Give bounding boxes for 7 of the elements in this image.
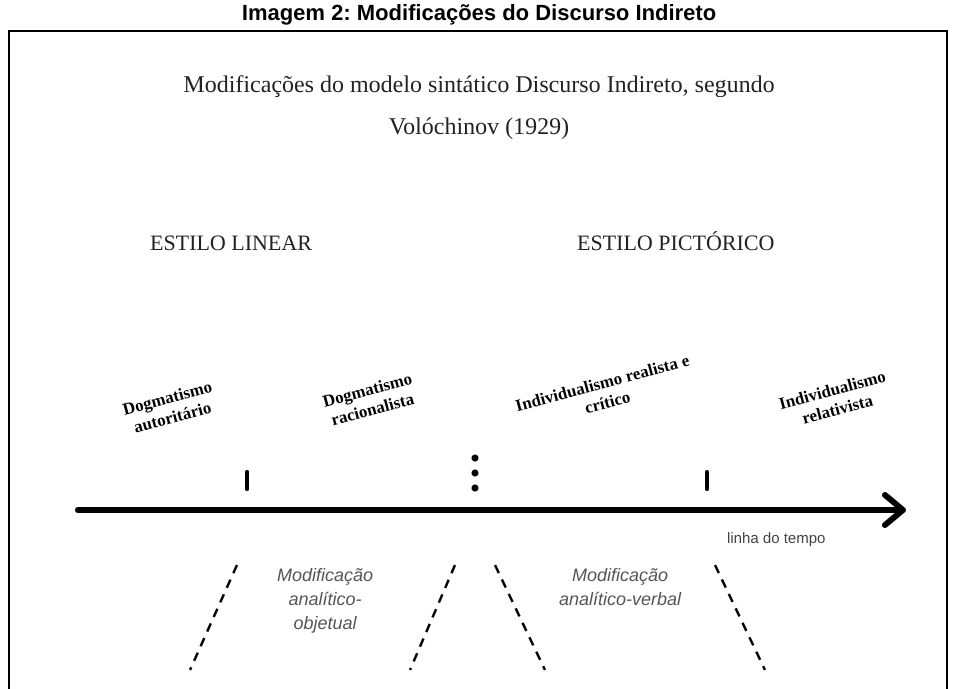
style-heading: ESTILO PICTÓRICO	[577, 230, 774, 256]
subtitle: Modificações do modelo sintático Discurso Indireto, segundo Volóchinov (1929)	[182, 71, 776, 142]
diagram-title: Imagem 2: Modificações do Discurso Indireto	[240, 0, 718, 26]
axis-label: linha do tempo	[727, 530, 826, 547]
modification-label: Modificação analítico-verbal	[558, 564, 682, 611]
modification-label: Modificação analítico-objetual	[276, 564, 374, 635]
style-heading: ESTILO LINEAR	[150, 230, 312, 256]
